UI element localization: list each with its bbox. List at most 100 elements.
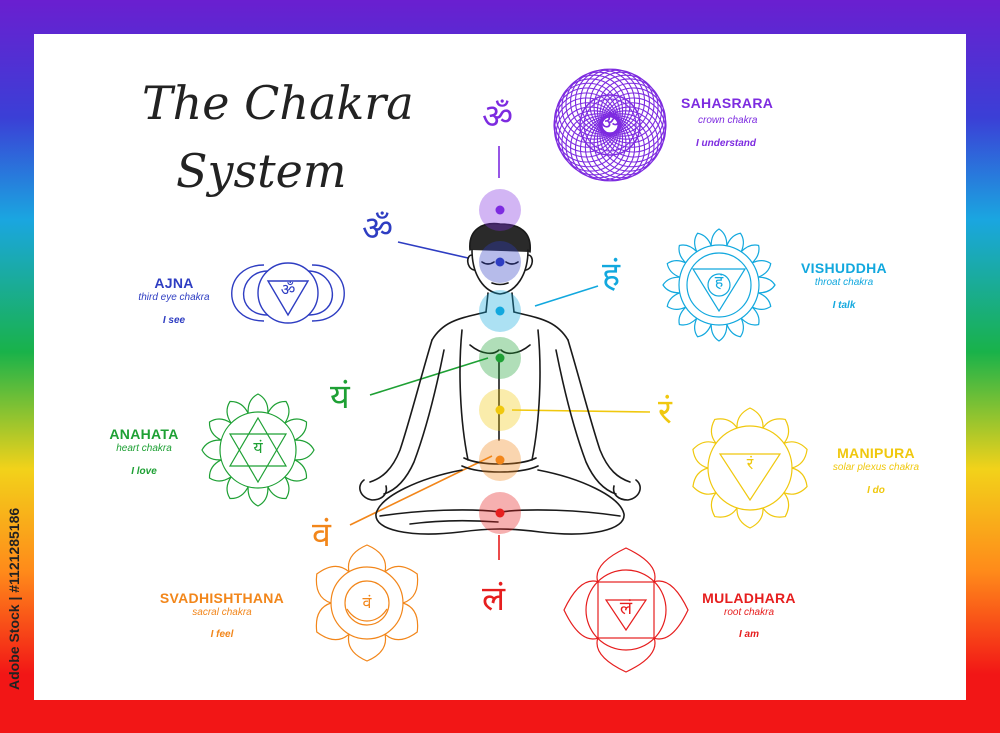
mandala-petal	[692, 467, 717, 495]
mandala-petal	[736, 507, 764, 529]
mandala-petal	[678, 306, 698, 326]
muladhara-mandala-symbol: लं	[619, 598, 633, 619]
mandala-petal	[726, 318, 744, 338]
muladhara-name: MULADHARA	[702, 590, 796, 606]
vishuddha-subtitle: throat chakra	[814, 277, 874, 288]
mandala-petal	[762, 492, 790, 518]
crown-ring	[579, 68, 646, 134]
mandala-petal	[347, 544, 387, 572]
mandala-petal	[762, 418, 790, 444]
crown-ring	[555, 82, 621, 148]
anahata-yam-symbol: यं	[330, 377, 350, 417]
vishuddha-affirmation: I talk	[832, 300, 856, 311]
mandala-petal	[710, 492, 738, 518]
anahata-mandala-icon	[201, 393, 315, 507]
mandala-petal	[740, 306, 760, 326]
mandala-petal	[315, 565, 350, 604]
mandala-petal	[384, 565, 419, 604]
white-panel	[34, 34, 966, 700]
mandala-petal	[208, 418, 232, 441]
sahasrara-mandala-symbol: ॐ	[599, 110, 621, 135]
mandala-petal	[783, 441, 808, 469]
manipura-mandala-icon	[692, 407, 808, 529]
anahata-subtitle: heart chakra	[116, 443, 172, 454]
mandala-petal	[662, 276, 680, 294]
mandala-petal	[347, 634, 387, 662]
manipura-affirmation: I do	[867, 485, 885, 496]
svadhishthana-mandala-icon	[315, 544, 419, 662]
mandala-petal	[736, 407, 764, 429]
mandala-petal	[596, 638, 656, 673]
meditating-figure	[359, 222, 641, 535]
ajna-name: AJNA	[154, 275, 194, 291]
muladhara-mandala-icon	[563, 547, 689, 673]
manipura-mandala-symbol: रं	[746, 454, 754, 473]
vishuddha-mandala-symbol: हं	[714, 272, 724, 291]
mandala-petal	[710, 324, 728, 342]
crown-ring	[553, 87, 620, 153]
ajna-om-symbol: ॐ	[362, 209, 394, 249]
vishuddha-mandala-icon	[662, 228, 776, 342]
anahata-affirmation: I love	[131, 466, 157, 477]
sahasrara-mandala-icon	[553, 68, 667, 182]
page-title-line1: The Chakra	[142, 76, 414, 130]
mandala-petal	[267, 476, 290, 500]
mandala-petal	[666, 292, 686, 310]
mandala-petal	[294, 439, 315, 461]
mandala-petal	[752, 260, 772, 278]
mandala-petal	[694, 318, 712, 338]
crown-ring	[574, 116, 641, 182]
manipura-subtitle: solar plexus chakra	[832, 462, 920, 473]
svadhishthana-name: SVADHISHTHANA	[159, 590, 285, 606]
manipura-ram-symbol: रं	[658, 392, 672, 432]
crown-ring	[589, 71, 655, 137]
mandala-petal	[201, 439, 222, 461]
manipura-name: MANIPURA	[837, 445, 915, 461]
mandala-petal	[654, 580, 689, 640]
sahasrara-subtitle: crown chakra	[698, 115, 758, 126]
ajna-mandala-symbol: ॐ	[280, 280, 296, 299]
mandala-petal	[563, 580, 598, 640]
mandala-petal	[694, 232, 712, 252]
sahasrara-om-symbol: ॐ	[482, 97, 514, 137]
mandala-petal	[710, 418, 738, 444]
mandala-petal	[596, 547, 656, 582]
crown-ring	[593, 74, 659, 140]
crown-ring	[599, 102, 665, 168]
mandala-petal	[247, 393, 269, 414]
crown-ring	[584, 69, 650, 135]
svadhishthana-mandala-symbol: वं	[362, 593, 372, 612]
mandala-petal	[726, 232, 744, 252]
mandala-petal	[783, 467, 808, 495]
vishuddha-name: VISHUDDHA	[801, 260, 887, 276]
mandala-petal	[384, 602, 419, 641]
sahasrara-affirmation: I understand	[696, 138, 757, 149]
muladhara-affirmation: I am	[738, 629, 760, 640]
mandala-petal	[267, 400, 290, 424]
vishuddha-ham-symbol: हं	[602, 255, 621, 295]
muladhara-subtitle: root chakra	[723, 607, 775, 618]
mandala-petal	[692, 441, 717, 469]
mandala-petal	[284, 459, 308, 482]
mandala-petal	[710, 228, 728, 246]
mandala-petal	[666, 260, 686, 278]
mandala-petal	[758, 276, 776, 294]
mandala-petal	[752, 292, 772, 310]
svadhishthana-subtitle: sacral chakra	[192, 607, 252, 618]
svadhishthana-vam-symbol: वं	[312, 515, 331, 555]
muladhara-lam-symbol: लं	[482, 579, 506, 619]
mandala-petal	[284, 418, 308, 441]
crown-ring	[555, 102, 621, 168]
crown-ring	[600, 87, 667, 153]
page-title-line2: System	[176, 144, 347, 198]
crown-ring	[599, 82, 665, 148]
sahasrara-name: SAHASRARA	[681, 95, 774, 111]
mandala-petal	[208, 459, 232, 482]
anahata-mandala-symbol: यं	[253, 438, 263, 457]
mandala-petal	[678, 244, 698, 264]
ajna-subtitle: third eye chakra	[138, 292, 210, 303]
mandala-petal	[740, 244, 760, 264]
mandala-petal	[226, 476, 249, 500]
svadhishthana-affirmation: I feel	[210, 629, 234, 640]
